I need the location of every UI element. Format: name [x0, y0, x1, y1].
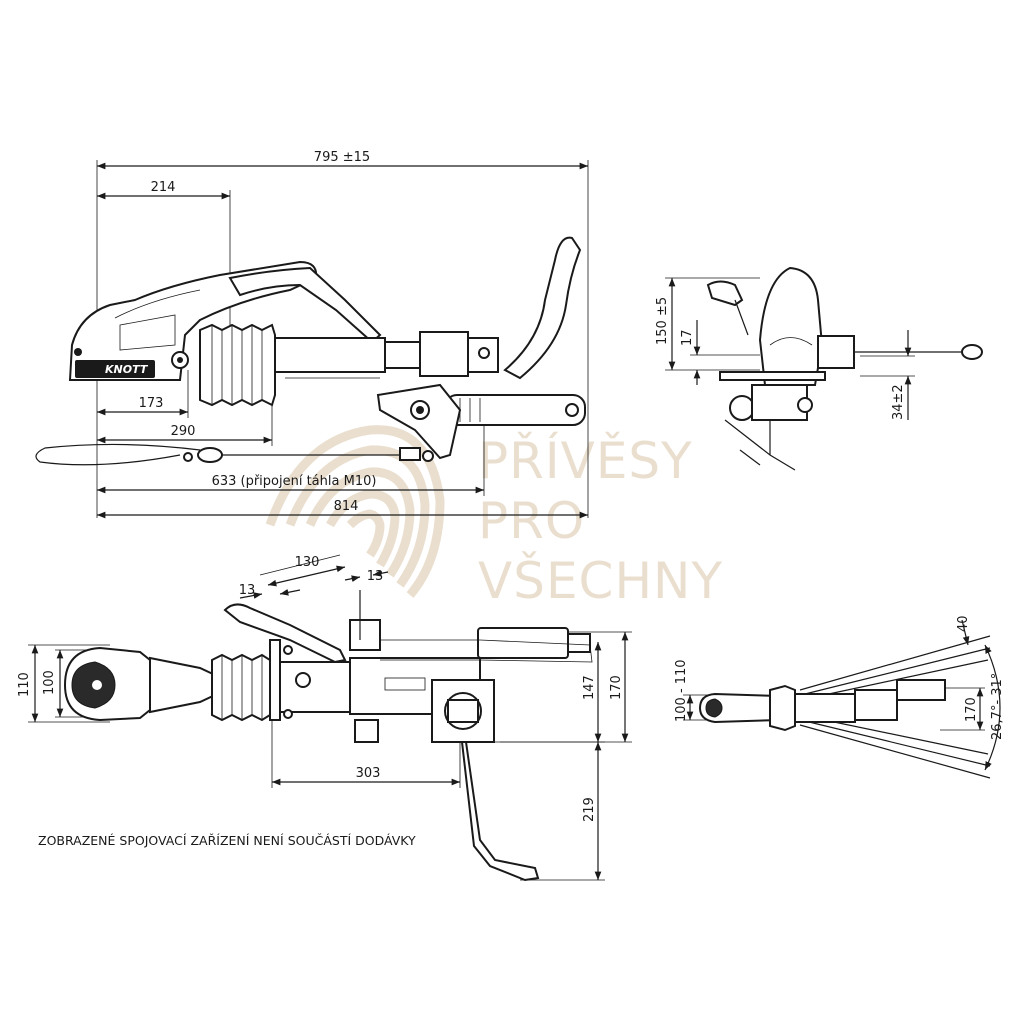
small-view: 100 - 110 40 170 26,7°- 31°	[674, 615, 1005, 779]
coupling-front	[706, 266, 983, 471]
drawbar-frame-small	[698, 635, 991, 779]
cable-clip-icon	[183, 447, 400, 463]
handbrake-lever-top	[460, 741, 540, 882]
dim-219: 219	[582, 797, 597, 822]
watermark: PŘÍVĚSY PRO VŠECHNY	[265, 425, 723, 610]
dim-130: 130	[295, 555, 320, 570]
dim-147: 147	[582, 675, 597, 700]
watermark-line-3: VŠECHNY	[478, 551, 723, 610]
knott-logo: KNOTT	[105, 363, 149, 376]
dim-170-top: 170	[609, 675, 624, 700]
brake-mechanism-side	[376, 383, 462, 462]
dim-814: 814	[334, 499, 359, 514]
dim-150: 150 ±5	[655, 297, 670, 345]
dim-13-right: 13	[367, 569, 384, 584]
delivery-note: ZOBRAZENÉ SPOJOVACÍ ZAŘÍZENÍ NENÍ SOUČÁS…	[38, 833, 416, 848]
dim-angle: 26,7°- 31°	[990, 673, 1005, 740]
side-view: 795 ±15 214 173 290 633 (připojení táhla…	[35, 150, 589, 519]
dim-34: 34±2	[891, 384, 906, 420]
dim-overall-length: 795 ±15	[314, 150, 370, 165]
draw-tube-side	[274, 331, 499, 379]
front-view: 150 ±5 17 34±2	[655, 266, 983, 471]
dim-110: 110	[17, 672, 32, 697]
bellows-side	[199, 323, 276, 407]
handbrake-lever-side	[503, 236, 582, 380]
dim-100-110: 100 - 110	[674, 659, 689, 722]
watermark-line-2: PRO	[478, 492, 585, 550]
dim-40: 40	[956, 615, 971, 632]
dim-100: 100	[42, 670, 57, 695]
dim-303: 303	[356, 766, 381, 781]
dim-290: 290	[171, 424, 196, 439]
gas-spring-top	[380, 627, 593, 663]
gas-spring-side	[444, 394, 586, 426]
dim-173: 173	[139, 396, 164, 411]
watermark-line-1: PŘÍVĚSY	[478, 431, 693, 490]
jockey-wheel-clamp-top	[431, 679, 495, 743]
bellows-top	[211, 653, 271, 722]
dim-214: 214	[151, 180, 176, 195]
dim-17: 17	[680, 329, 695, 346]
top-view: 130 13 13 110 100 147 170 303 219	[17, 554, 632, 882]
dim-13-left: 13	[239, 583, 256, 598]
front-view-dimensions	[665, 277, 915, 420]
breakaway-cable	[35, 443, 201, 466]
dim-633-drawbar: 633 (připojení táhla M10)	[212, 474, 377, 489]
coupling-top	[63, 590, 593, 882]
dim-170-small: 170	[964, 697, 979, 722]
